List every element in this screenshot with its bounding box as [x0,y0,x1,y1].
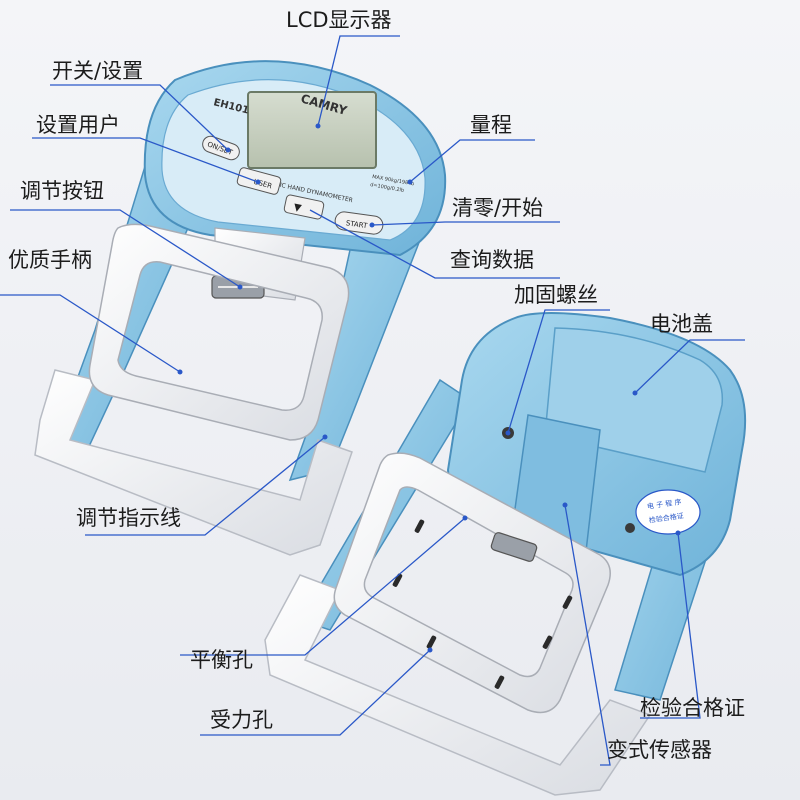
start-button-label: START [345,219,368,230]
label-range: 量程 [470,113,512,137]
back-device: 电 子 程 序 检验合格证 [264,312,747,796]
front-lower-frame [34,369,353,556]
label-lcd: LCD显示器 [286,8,392,32]
leader-lines [0,35,745,766]
back-adjust-knob [490,532,538,562]
label-adjust-knob: 调节按钮 [20,179,104,203]
leader-force [200,649,431,736]
certificate-sticker [635,489,701,535]
balance-screw-2 [625,523,635,533]
leader-balance [180,517,466,656]
leader-sensor [564,504,611,766]
label-certificate: 检验合格证 [640,696,745,720]
leader-indicator [85,436,326,536]
svg-text:▼: ▼ [293,202,303,214]
front-device: CAMRY EH101 ELECTRONIC HAND DYNAMOMETER … [34,60,447,556]
leader-dots [177,123,681,653]
label-power-set: 开关/设置 [52,59,144,83]
back-lower-frame [264,574,652,796]
label-indicator-line: 调节指示线 [76,506,181,530]
query-button[interactable]: ▼ [283,194,325,220]
leader-power-set [50,84,229,151]
device-division: d=100g/0.2lb [370,182,405,194]
lcd-screen [247,91,377,169]
onset-button[interactable]: ON/SET [200,134,241,162]
label-query: 查询数据 [450,248,534,272]
label-force-hole: 受力孔 [210,708,273,732]
leader-set-user [32,137,259,183]
leader-reset-start [371,221,560,226]
label-reset-start: 清零/开始 [452,196,544,220]
leader-battery [634,339,745,394]
force-holes [392,519,573,689]
leader-lcd [317,35,400,127]
label-balance-hole: 平衡孔 [190,648,253,672]
label-set-user: 设置用户 [36,113,120,137]
label-handle: 优质手柄 [8,248,92,272]
leader-screw [507,309,610,434]
leader-adjust-knob [10,209,241,288]
leader-range [409,139,535,183]
front-grip-handle [88,223,350,441]
label-screw: 加固螺丝 [514,283,598,307]
back-grip-handle [333,452,611,714]
leader-query [309,209,560,279]
leader-handle [0,294,181,373]
start-button[interactable]: START [334,211,384,236]
label-sensor: 变式传感器 [607,738,712,762]
leader-certificate [640,532,701,719]
label-battery-cover: 电池盖 [650,312,713,336]
